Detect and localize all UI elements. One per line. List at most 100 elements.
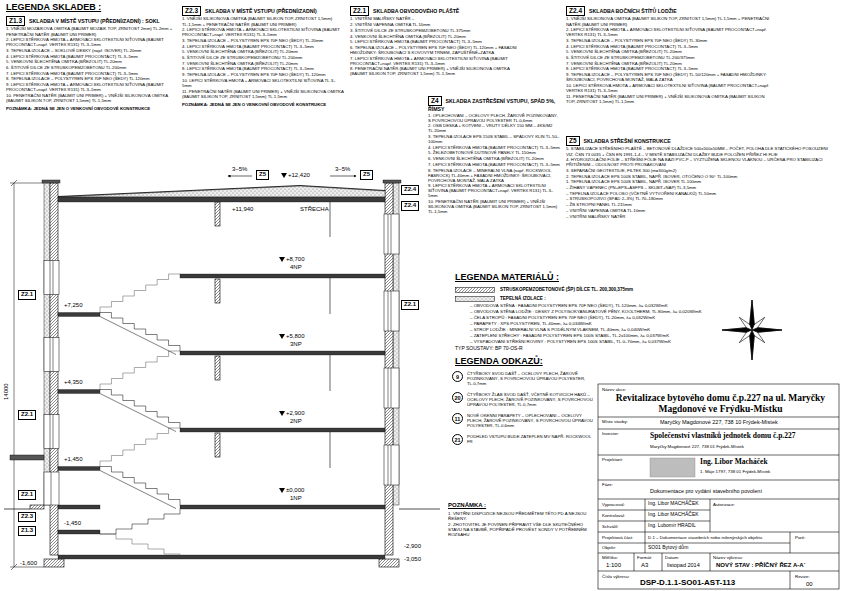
title-block-grid xyxy=(598,532,839,533)
title-block-grid xyxy=(645,499,646,553)
drawing-label: LEGENDA ODKAZŮ: xyxy=(455,356,543,366)
partition xyxy=(330,432,331,468)
layer-item: 3. TEPELNÁ IZOLACE EPS 150S STABIL – SPÁ… xyxy=(428,134,562,144)
drawing-label: Revize: xyxy=(795,574,810,579)
parapet-coping xyxy=(42,180,60,183)
drawing-label: Investor: xyxy=(602,431,619,436)
composition-code: Z4 xyxy=(428,96,442,106)
reference-text: PODHLED VSTUPU BUDE ZATEPLEN MV NAPŘ. RO… xyxy=(467,434,597,444)
drawing-label: -2,900 xyxy=(404,543,421,550)
composition-heading: SKLADBA STŘEŠNÍ KONSTRUKCE xyxy=(584,138,671,144)
layer-item: 1. VNĚJŠÍ MOZAIKOVÁ OMÍTKA (BAUMIT MOZAI… xyxy=(6,26,178,36)
window xyxy=(391,368,392,408)
layer-item: – VNITŘNÍ VÁPENNÁ OMÍTKA TL.10mm xyxy=(566,208,836,213)
partition xyxy=(330,355,331,391)
layer-item: 10. PENETRAČNÍ NÁTĚR (BAUMIT UNI PRIMER)… xyxy=(6,93,178,103)
window xyxy=(388,445,389,485)
window xyxy=(384,445,399,485)
title-block-grid xyxy=(598,455,839,456)
composition-heading: SKLADBA V MÍSTĚ VSTUPU (PŘEDNÍ/ZADNÍ) : … xyxy=(29,18,160,24)
window xyxy=(53,415,54,449)
composition-tag: Z2.4 xyxy=(404,202,416,210)
drawing-label: Ing. Libor Macháček xyxy=(700,458,768,467)
drawing-label: – ZATEPLENÍ STŘECHY : FASÁDNÍ POLYSTYREN… xyxy=(470,333,669,338)
layer-item: 3. SEPARAČNÍ GEOTEXTILIE, FILTEK 300 (m=… xyxy=(566,168,836,173)
layer-item: – STRUSKOPOJIVO (SPÁD 2–3%) TL.70–180mm xyxy=(566,196,836,201)
layer-item: 1. VNĚJŠÍ SILIKONOVÁ OMÍTKA (BAUMIT SILI… xyxy=(182,16,344,26)
drawing-label: +8,700 xyxy=(286,256,305,263)
level-marker xyxy=(279,173,287,493)
building-wall xyxy=(215,356,220,380)
layer-item: 5. ŽELEZOBETONOVÉ DUTINOVÉ PANELY TL.150… xyxy=(428,150,562,155)
drawing-label: – VYSPÁDOVÁNÍ STŘEŠNÍ ROVINY : POLYSTYRE… xyxy=(470,339,671,344)
layer-item: 6. ŠTÍTOVÉ DÍLCE ZE STRUSKOPEMZOBETONU T… xyxy=(6,65,178,70)
drawing-label: -1,600 xyxy=(20,560,37,567)
title-block-grid xyxy=(598,510,710,511)
window xyxy=(384,214,399,254)
drawing-label: +2,900 xyxy=(286,410,305,417)
drawing-label: Datum: xyxy=(665,555,679,560)
staircase xyxy=(100,509,180,534)
drawing-label: Číslo výkresu: xyxy=(602,574,630,579)
drawing-label: Projektant: xyxy=(602,457,623,462)
composition-box: Z4SKLADBA ZASTŘEŠENÍ VSTUPU, SPÁD 5%, ŘÍ… xyxy=(428,95,562,214)
composition-tag: Z2.1 xyxy=(21,411,33,419)
layer-item: 6. ŠTÍTOVÉ DÍLCE ZE STRUSKOPEMZOBETONU T… xyxy=(182,55,344,60)
reference-number: 11 xyxy=(452,413,463,424)
layer-item: 9. TEPELNÁ IZOLACE – POLYSTYREN EPS 70F … xyxy=(182,72,344,77)
drawing-label: listopad 2014 xyxy=(667,562,700,568)
window xyxy=(44,214,399,505)
reference-item: 20ČTYŘBOKÝ ŽLAB SVOD DAŠŤ, VČETNĚ KOTVIC… xyxy=(452,392,597,407)
composition-tag-box: Z2.1 xyxy=(18,410,36,420)
layer-item: 8. TEPELNÁ IZOLACE – MINERÁLNÍ VLNA (nap… xyxy=(428,168,562,183)
terrain xyxy=(399,509,440,510)
parapet-coping xyxy=(383,180,401,183)
drawing-label: +12,420 xyxy=(288,172,310,179)
composition-tag: Z5 xyxy=(363,171,370,179)
window xyxy=(51,472,52,505)
legend-text: TEPELNÁ IZOLACE : xyxy=(500,296,546,301)
window xyxy=(44,472,59,505)
parapet-coping xyxy=(10,455,44,460)
layer-item: 8. LEPICÍ STĚRKOVÁ HMOTA (BAUMIT PROCONT… xyxy=(182,66,344,71)
drawing-label: – ČELA STROPŮ : FASÁDNÍ POLYSTYREN EPS 7… xyxy=(470,315,655,320)
layer-item: 1. OPLECHOVÁNÍ – OCELOVÝ PLECH, ŽÁROVĚ P… xyxy=(428,113,562,123)
drawing-label: TYP SOUSTAVY: BP 70-OS-R xyxy=(455,346,523,352)
layer-item: – VNITŘNÍ MALÍŘSKÝ NÁTĚR xyxy=(566,214,836,219)
staircase xyxy=(100,351,180,432)
layer-item: 1. TEPELNÁ IZOLACE EPS 100S STABIL, NAPŘ… xyxy=(566,179,836,184)
drawing-label: Místo stavby: xyxy=(602,419,628,424)
partition xyxy=(330,278,331,314)
dimension-line xyxy=(11,180,17,186)
title-block-grid xyxy=(598,429,839,430)
title-block-grid xyxy=(598,384,839,589)
slope-arrow xyxy=(330,176,356,177)
drawing-label: – PARAPETY : XPS POLYSTYREN, TL.40mm, λ=… xyxy=(470,321,592,326)
window xyxy=(53,261,54,295)
terrain xyxy=(4,509,30,510)
layer-item: 2. VNITŘNÍ VÁPENNÁ OMÍTKA TL.10mm xyxy=(350,22,526,27)
staircase xyxy=(100,534,180,556)
composition-tag-box: Z5 xyxy=(256,170,269,180)
composition-code: Z2.4 xyxy=(566,6,585,16)
building-wall xyxy=(44,559,64,567)
layer-item: 2. LEPICÍ STĚRKOVÁ HMOTA + ARMOVACÍ SKLO… xyxy=(566,27,770,37)
drawing-label: NOVÝ STAV : PŘÍČNÝ ŘEZ A-A´ xyxy=(716,562,806,569)
title-block-grid xyxy=(662,553,663,571)
layer-item: 1. VNITŘNÍ MALÍŘSKÝ NÁTĚR – xyxy=(350,16,526,21)
roof-insulation xyxy=(58,186,385,197)
layer-item: 9. LEPICÍ STĚRKOVÁ HMOTA + ARMOVACÍ SKLO… xyxy=(6,82,178,92)
title-block-grid xyxy=(598,499,839,500)
layer-item: 3. TEPELNÁ IZOLACE – POLYSTYREN EPS 70F … xyxy=(566,38,770,43)
drawing-label: Revitalizace bytového domu č.p.227 na ul… xyxy=(600,393,841,415)
title-block-grid xyxy=(790,571,791,589)
window xyxy=(384,368,399,408)
composition-code: Z2.3 xyxy=(182,6,201,16)
drawing-label: 1NP xyxy=(290,495,302,502)
layer-item: – TEPELNÁ IZOLACE POLOSO (VČETNĚ VYTVOŘE… xyxy=(566,191,836,196)
composition-code: Z2.1 xyxy=(350,6,369,16)
slope-arrow xyxy=(228,176,252,177)
layer-item: 7. LEPICÍ STĚRKOVÁ HMOTA + ARMOVACÍ SKLO… xyxy=(350,56,526,66)
legend-swatch xyxy=(455,287,495,293)
